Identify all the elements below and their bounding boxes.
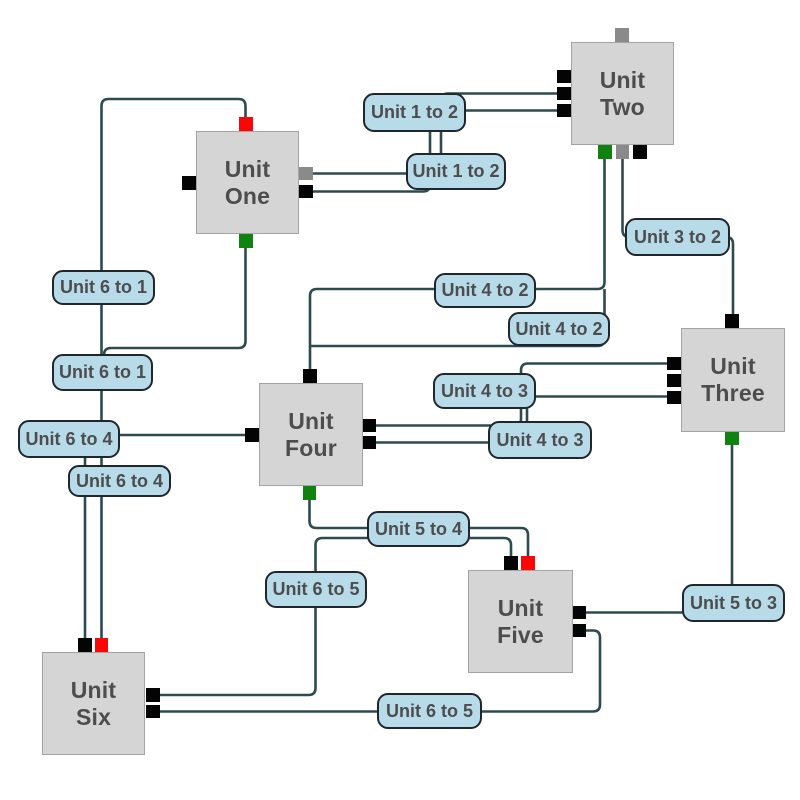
- label-unit-6-to-1-a[interactable]: Unit 6 to 1: [52, 270, 155, 305]
- label-unit-4-to-3-b[interactable]: Unit 4 to 3: [488, 421, 592, 459]
- unit-four-port-left-black[interactable]: [245, 428, 259, 442]
- label-unit-1-to-2-b[interactable]: Unit 1 to 2: [406, 153, 506, 190]
- unit-two-title-line1: Unit: [599, 66, 646, 93]
- unit-five-port-top-red[interactable]: [521, 556, 535, 570]
- label-unit-6-to-1-b[interactable]: Unit 6 to 1: [52, 354, 153, 391]
- unit-one-title-line1: Unit: [224, 155, 271, 182]
- unit-one-port-right-black[interactable]: [299, 185, 313, 198]
- unit-five-port-right-black-1[interactable]: [573, 606, 586, 619]
- label-unit-6-to-5-a[interactable]: Unit 6 to 5: [265, 571, 367, 608]
- unit-six-port-right-black-1[interactable]: [146, 688, 160, 702]
- wire-unit6-to-unit1-a[interactable]: [100, 97, 247, 645]
- unit-five-port-right-black-2[interactable]: [573, 624, 586, 637]
- label-unit-6-to-4-b[interactable]: Unit 6 to 4: [68, 465, 171, 497]
- label-unit-6-to-5-b[interactable]: Unit 6 to 5: [377, 693, 482, 729]
- unit-one-port-bottom-green[interactable]: [239, 234, 253, 248]
- unit-two-port-left-black-2[interactable]: [557, 87, 571, 100]
- unit-four-title-line1: Unit: [288, 407, 334, 434]
- unit-one-title-line2: One: [224, 182, 271, 209]
- unit-six-port-top-red[interactable]: [95, 638, 108, 652]
- unit-three-port-left-black-1[interactable]: [667, 357, 681, 370]
- unit-six-port-right-black-2[interactable]: [146, 705, 160, 718]
- label-unit-5-to-4[interactable]: Unit 5 to 4: [367, 511, 470, 547]
- unit-one-port-top-red[interactable]: [239, 117, 253, 131]
- wire-unit6-to-unit1-b[interactable]: [102, 248, 247, 362]
- unit-six-title-line1: Unit: [70, 676, 117, 703]
- unit-two-title-line2: Two: [600, 93, 645, 120]
- unit-four-port-bottom-green[interactable]: [303, 486, 316, 500]
- unit-two-port-bottom-gray[interactable]: [616, 145, 629, 159]
- unit-one-port-left-black[interactable]: [182, 176, 196, 190]
- unit-three-port-left-black-3[interactable]: [667, 391, 681, 404]
- unit-six-port-top-black[interactable]: [78, 638, 92, 652]
- unit-two-port-left-black-3[interactable]: [557, 104, 571, 117]
- unit-one-port-right-gray[interactable]: [299, 167, 313, 180]
- unit-two-port-left-black-1[interactable]: [557, 70, 571, 83]
- unit-five-port-top-black[interactable]: [504, 556, 518, 570]
- wire-unit6-to-unit5-b[interactable]: [153, 629, 602, 713]
- unit-three-port-bottom-green[interactable]: [725, 432, 739, 445]
- label-unit-6-to-4-a[interactable]: Unit 6 to 4: [18, 420, 120, 458]
- label-unit-4-to-2-a[interactable]: Unit 4 to 2: [434, 273, 536, 308]
- wire-unit6-to-unit5-a[interactable]: [153, 536, 513, 697]
- unit-five-title-line1: Unit: [497, 594, 544, 621]
- label-unit-1-to-2-a[interactable]: Unit 1 to 2: [363, 93, 466, 132]
- unit-three-title-line1: Unit: [710, 353, 756, 379]
- unit-four-title-line2: Four: [285, 434, 337, 461]
- unit-four-port-top-black[interactable]: [303, 369, 317, 383]
- unit-two-port-bottom-green[interactable]: [598, 145, 612, 159]
- unit-four-port-right-black-2[interactable]: [363, 436, 376, 449]
- unit-two-port-top-gray[interactable]: [615, 28, 629, 42]
- unit-three-title-line2: Three: [701, 380, 765, 406]
- unit-five-title-line2: Five: [497, 621, 544, 648]
- unit-three-port-top-black[interactable]: [725, 314, 739, 328]
- label-unit-3-to-2[interactable]: Unit 3 to 2: [625, 218, 730, 256]
- unit-two-port-bottom-black[interactable]: [633, 145, 647, 159]
- label-unit-5-to-3[interactable]: Unit 5 to 3: [682, 584, 785, 622]
- unit-six-title-line2: Six: [75, 703, 112, 730]
- label-unit-4-to-3-a[interactable]: Unit 4 to 3: [433, 373, 536, 409]
- unit-four-port-right-black-1[interactable]: [363, 419, 376, 432]
- label-unit-4-to-2-b[interactable]: Unit 4 to 2: [508, 312, 610, 346]
- unit-three-port-left-black-2[interactable]: [667, 374, 681, 387]
